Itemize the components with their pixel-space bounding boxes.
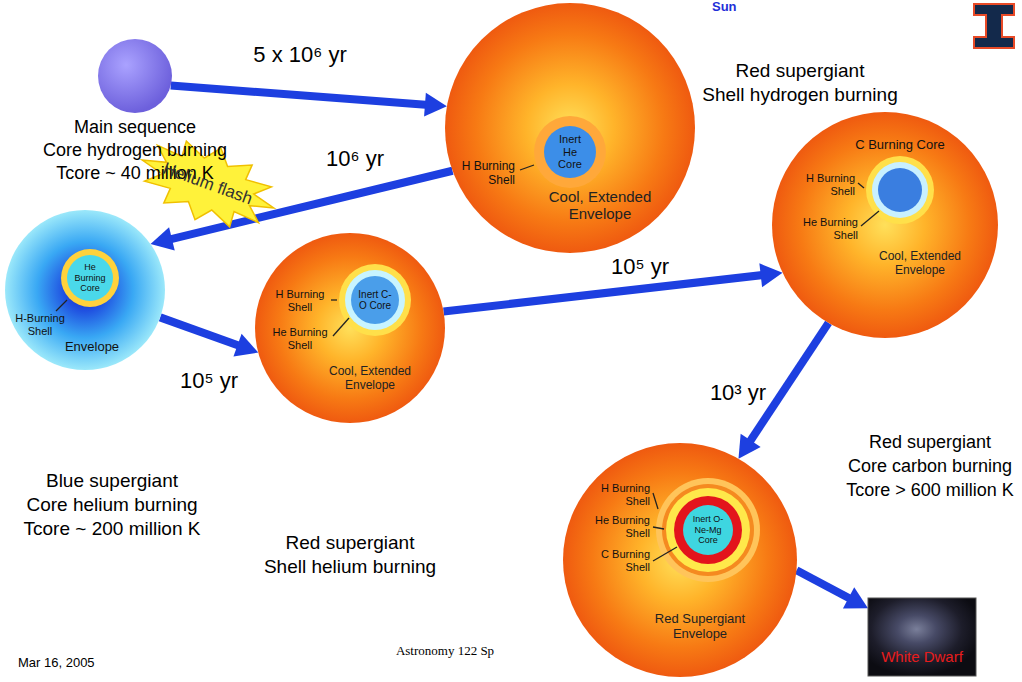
duration-label: 5 x 10⁶ yr xyxy=(253,42,346,67)
annotation-label: C Burning Shell xyxy=(588,548,650,573)
arrow-head xyxy=(739,434,761,459)
stellar-core: C Burning Core xyxy=(878,168,922,212)
arrow-head xyxy=(233,334,258,357)
star-disk xyxy=(351,276,399,324)
burning-shell xyxy=(61,249,119,307)
star-outline xyxy=(563,443,797,677)
star-disk xyxy=(683,505,733,555)
arrow-shaft xyxy=(797,570,853,600)
node-label: Shell helium burning xyxy=(264,556,436,578)
arrow-shaft xyxy=(160,317,241,346)
stellar-core: Inert O-Ne-Mg Core xyxy=(683,505,733,555)
node-label: Shell hydrogen burning xyxy=(702,84,897,106)
blue-supergiant-star: Blue supergiantCore helium burningTcore … xyxy=(5,210,165,370)
burning-shell xyxy=(666,488,750,572)
helium-flash-starburst xyxy=(129,124,287,243)
star-disk xyxy=(563,443,797,677)
star-disk xyxy=(445,3,695,253)
leader-line xyxy=(56,300,67,311)
annotation-label: H Burning Shell xyxy=(588,482,650,507)
node-label: Red supergiant xyxy=(736,60,865,82)
leader-line xyxy=(653,493,658,509)
node-label: Core helium burning xyxy=(26,494,197,516)
star-outline xyxy=(878,168,922,212)
node-label: Tcore > 600 million K xyxy=(846,480,1014,501)
leader-line xyxy=(333,318,349,336)
red-supergiant-star: Red Supergiant Envelope Inert O-Ne-Mg Cor… xyxy=(563,443,797,677)
leader-line xyxy=(520,165,534,170)
star-outline xyxy=(98,39,172,113)
annotation-label: He Burning Shell xyxy=(588,514,650,539)
node-label: Inert He Core xyxy=(552,133,588,171)
duration-label: 10⁶ yr xyxy=(326,146,384,171)
node-label: Red Supergiant Envelope xyxy=(650,612,750,642)
annotation-label: Astronomy 122 Sp xyxy=(396,644,494,659)
burning-shell xyxy=(662,484,754,576)
node-label: Tcore ~ 200 million K xyxy=(24,518,201,540)
evolution-arrow xyxy=(171,86,447,117)
star-disk xyxy=(544,126,596,178)
white-dwarf-image: White Dwarf xyxy=(868,598,976,676)
node-label: Core hydrogen burning xyxy=(43,140,227,161)
arrow-head xyxy=(424,93,447,117)
node-label: Red supergiant xyxy=(869,432,991,453)
node-label: Cool, Extended Envelope xyxy=(874,250,966,278)
annotation-label: H Burning Shell xyxy=(272,288,328,313)
stellar-core: Inert C-O Core xyxy=(351,276,399,324)
node-label: Main sequence xyxy=(74,117,196,138)
stellar-core: He Burning Core xyxy=(67,255,113,301)
burning-shell xyxy=(872,162,928,218)
annotation-label: Sun xyxy=(712,0,737,15)
node-label: Blue supergiant xyxy=(46,470,178,492)
node-label: Red supergiant xyxy=(286,532,415,554)
duration-label: 10⁵ yr xyxy=(180,368,238,393)
arrow-head xyxy=(151,227,175,250)
burning-shell xyxy=(534,116,606,188)
red-supergiant-star: Red supergiantShell hydrogen burningCool… xyxy=(445,3,695,253)
arrow-head xyxy=(759,263,782,287)
star-disk xyxy=(255,233,445,423)
leader-line xyxy=(331,299,337,300)
node-label: C Burning Core xyxy=(855,138,945,153)
star-disk xyxy=(772,112,998,338)
arrow-head xyxy=(843,587,868,608)
burning-shell xyxy=(656,478,760,582)
leader-line xyxy=(653,527,664,529)
annotation-label: H Burning Shell xyxy=(453,160,515,188)
evolution-arrow xyxy=(797,570,868,608)
burning-shell xyxy=(674,496,742,564)
burning-shell xyxy=(345,270,405,330)
arrow-shaft xyxy=(171,86,429,105)
node-label: Envelope xyxy=(65,340,119,355)
star-disk xyxy=(67,255,113,301)
annotation-label: He Burning Shell xyxy=(269,326,331,351)
evolution-arrow xyxy=(160,317,258,356)
node-label: Cool, Extended Envelope xyxy=(544,188,656,223)
node-label: Inert C-O Core xyxy=(355,289,395,312)
node-label: White Dwarf xyxy=(881,648,963,665)
node-label: Inert O-Ne-Mg Core xyxy=(686,514,730,545)
stellar-core: Inert He Core xyxy=(544,126,596,178)
star-disk xyxy=(878,168,922,212)
annotation-label: H Burning Shell xyxy=(799,172,855,197)
node-label: Core carbon burning xyxy=(848,456,1012,477)
main-sequence-star: Main sequenceCore hydrogen burningTcore … xyxy=(98,39,172,113)
duration-label: 10⁵ yr xyxy=(611,254,669,279)
star-disk xyxy=(5,210,165,370)
burning-shell xyxy=(339,264,411,336)
node-label: Cool, Extended Envelope xyxy=(325,365,415,393)
duration-label: 10³ yr xyxy=(710,380,766,405)
leader-line xyxy=(858,183,864,188)
nebula-image xyxy=(868,598,976,676)
university-logo xyxy=(974,4,1014,48)
arrow-shaft xyxy=(444,275,765,312)
annotation-label: He Burning Shell xyxy=(796,216,858,241)
star-disk xyxy=(98,39,172,113)
node-label: He Burning Core xyxy=(70,262,110,293)
leader-line xyxy=(653,547,677,561)
annotation-label: Mar 16, 2005 xyxy=(18,656,95,671)
leader-line xyxy=(861,211,879,226)
annotation-label: H-Burning Shell xyxy=(11,312,69,337)
